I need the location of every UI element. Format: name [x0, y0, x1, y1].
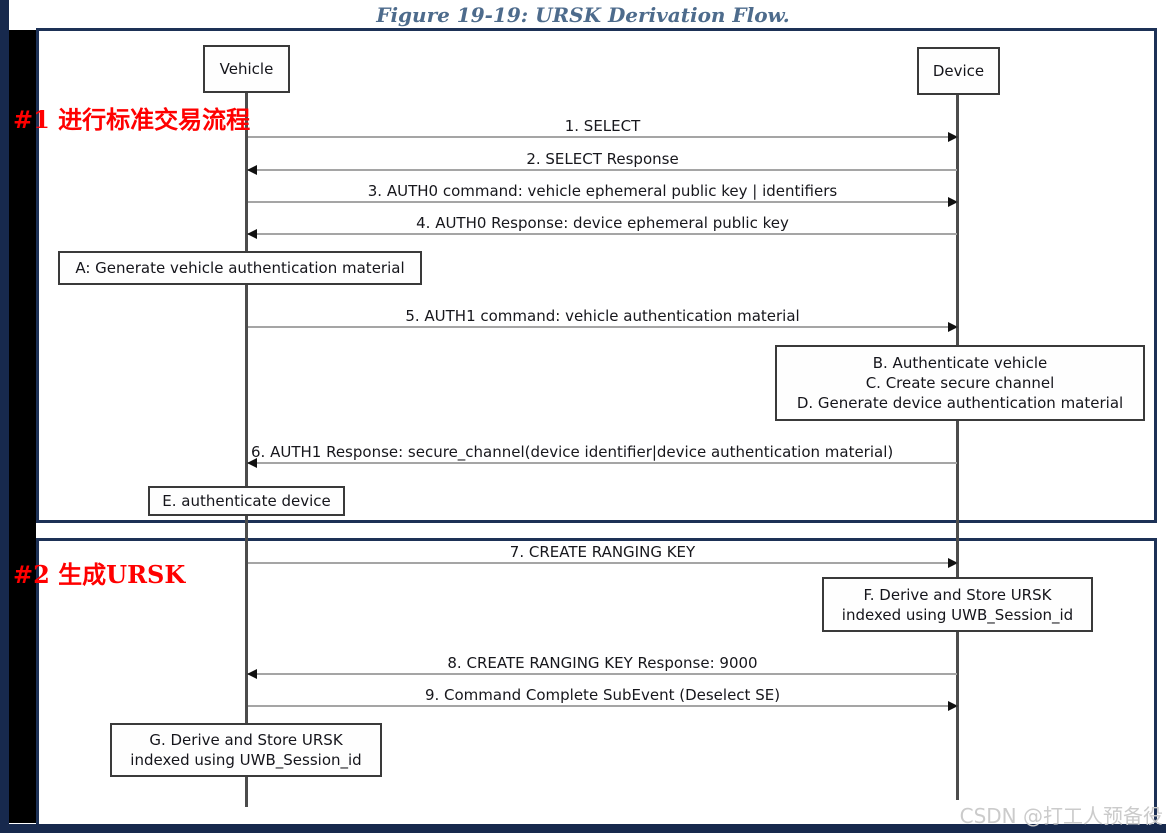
message-6-line [248, 462, 957, 464]
arrow-right-icon [948, 322, 958, 332]
activity-box-g: G. Derive and Store URSK indexed using U… [110, 723, 382, 777]
message-7-line [248, 562, 957, 564]
activity-bcd-line3: D. Generate device authentication materi… [796, 394, 1124, 412]
activity-g-line2: indexed using UWB_Session_id [130, 751, 362, 769]
message-9-line [248, 705, 957, 707]
participant-device: Device [917, 47, 1000, 95]
vehicle-lifeline [245, 93, 248, 807]
activity-box-a: A: Generate vehicle authentication mater… [58, 251, 422, 285]
page-bottom-edge [0, 824, 1166, 833]
arrow-left-icon [247, 669, 257, 679]
activity-e-line: E. authenticate device [162, 492, 331, 510]
page-left-edge [0, 0, 9, 833]
message-5-line [248, 326, 957, 328]
message-6-auth1-response: 6. AUTH1 Response: secure_channel(device… [247, 443, 957, 468]
participant-vehicle: Vehicle [203, 45, 290, 93]
arrow-right-icon [948, 132, 958, 142]
message-1-line [248, 136, 957, 138]
message-2-label: 2. SELECT Response [526, 150, 679, 168]
figure-title: Figure 19-19: URSK Derivation Flow. [376, 3, 790, 27]
message-2-select-response: 2. SELECT Response [247, 150, 957, 175]
arrow-left-icon [247, 229, 257, 239]
message-8-line [248, 673, 957, 675]
message-3-auth0-command: 3. AUTH0 command: vehicle ephemeral publ… [248, 182, 958, 207]
device-lifeline [956, 95, 959, 800]
arrow-left-icon [247, 458, 257, 468]
activity-box-f: F. Derive and Store URSK indexed using U… [822, 577, 1093, 632]
message-1-label: 1. SELECT [564, 117, 641, 135]
arrow-left-icon [247, 165, 257, 175]
arrow-right-icon [948, 197, 958, 207]
message-4-auth0-response: 4. AUTH0 Response: device ephemeral publ… [247, 214, 957, 239]
activity-f-line2: indexed using UWB_Session_id [841, 605, 1074, 624]
message-8-label: 8. CREATE RANGING KEY Response: 9000 [447, 654, 758, 672]
activity-box-bcd: B. Authenticate vehicle C. Create secure… [775, 345, 1145, 421]
participant-vehicle-label: Vehicle [219, 60, 274, 78]
message-3-label: 3. AUTH0 command: vehicle ephemeral publ… [367, 182, 838, 200]
participant-device-label: Device [932, 62, 985, 80]
message-1-select: 1. SELECT [248, 117, 958, 142]
annotation-step2: #2 生成URSK [13, 560, 186, 589]
message-7-label: 7. CREATE RANGING KEY [509, 543, 696, 561]
message-4-line [248, 233, 957, 235]
arrow-right-icon [948, 701, 958, 711]
message-2-line [248, 169, 957, 171]
message-6-label: 6. AUTH1 Response: secure_channel(device… [251, 443, 894, 461]
message-3-line [248, 201, 957, 203]
activity-a-line: A: Generate vehicle authentication mater… [75, 259, 405, 277]
annotation-step1: #1 进行标准交易流程 [13, 105, 251, 134]
left-black-strip [9, 30, 36, 823]
message-4-label: 4. AUTH0 Response: device ephemeral publ… [416, 214, 789, 232]
message-8-create-ranging-key-response: 8. CREATE RANGING KEY Response: 9000 [247, 654, 957, 679]
activity-box-e: E. authenticate device [148, 486, 345, 516]
activity-g-line1: G. Derive and Store URSK [149, 731, 343, 749]
message-9-command-complete: 9. Command Complete SubEvent (Deselect S… [248, 686, 958, 711]
activity-bcd-line1: B. Authenticate vehicle [872, 354, 1048, 372]
arrow-right-icon [948, 558, 958, 568]
activity-bcd-line2: C. Create secure channel [865, 374, 1055, 392]
csdn-watermark: CSDN @打工人预备役 [959, 804, 1163, 828]
message-5-label: 5. AUTH1 command: vehicle authentication… [405, 307, 800, 325]
message-5-auth1-command: 5. AUTH1 command: vehicle authentication… [248, 307, 958, 332]
message-9-label: 9. Command Complete SubEvent (Deselect S… [424, 686, 781, 704]
activity-f-line1: F. Derive and Store URSK [863, 585, 1052, 604]
message-7-create-ranging-key: 7. CREATE RANGING KEY [248, 543, 958, 568]
